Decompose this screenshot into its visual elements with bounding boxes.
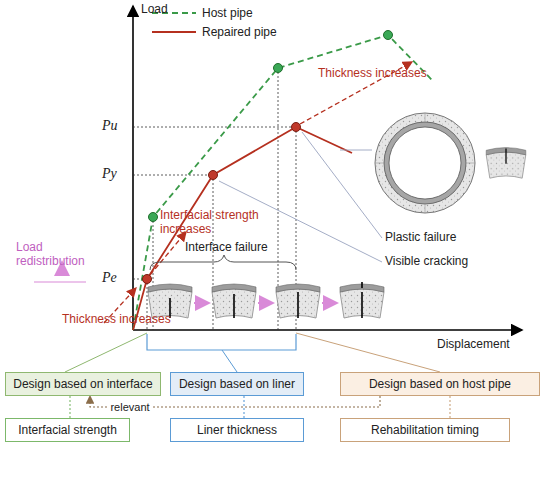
connector: [243, 396, 244, 418]
edge-label: relevant: [108, 401, 151, 413]
load-level: Py: [102, 167, 117, 181]
reference-lines: [133, 68, 296, 330]
connector: [449, 396, 450, 418]
factor-box: Interfacial strength: [5, 418, 130, 442]
box-text: Liner thickness: [197, 423, 277, 437]
repaired-pipe-curve: [133, 127, 352, 330]
host-pipe-points: [149, 31, 393, 222]
repaired-pipe-points: [143, 123, 301, 284]
liner-leader: [222, 350, 237, 372]
redistribution-base: [34, 281, 86, 282]
load-level: Pu: [102, 119, 118, 133]
box-text: Rehabilitation timing: [371, 423, 479, 437]
failure-note: Visible cracking: [385, 254, 468, 268]
crack-progression: [148, 282, 384, 318]
legend-text: Host pipe: [202, 6, 253, 20]
axis-label: Displacement: [437, 337, 510, 351]
interfacial-arrow: [150, 232, 186, 275]
design-box: Design based on liner: [170, 372, 304, 396]
factor-box: Rehabilitation timing: [340, 418, 510, 442]
trend-note: Thickness increases: [318, 66, 427, 80]
repaired-pipe-sample: [152, 31, 196, 33]
host-leader: [296, 333, 440, 372]
legend-text: Repaired pipe: [202, 25, 277, 39]
box-text: Design based on liner: [179, 377, 295, 391]
displacement-axis: [133, 329, 522, 331]
trend-note: Thickness increases: [62, 312, 171, 326]
pipe-cross-section: [375, 113, 475, 213]
factor-box: Liner thickness: [170, 418, 304, 442]
stage-label: Interface failure: [185, 240, 268, 254]
note: Load redistribution: [16, 240, 91, 268]
liner-bracket: [147, 334, 296, 350]
load-axis: [132, 6, 134, 330]
load-level: Pe: [102, 271, 117, 285]
box-text: Design based on interface: [13, 377, 152, 391]
failure-note: Plastic failure: [385, 230, 456, 244]
box-text: Design based on host pipe: [369, 377, 511, 391]
connector: [69, 396, 70, 418]
box-text: Interfacial strength: [18, 423, 117, 437]
interface-brace: [150, 255, 296, 270]
design-box: Design based on interface: [5, 372, 161, 396]
trend-note: Interfacial strength increases: [160, 208, 260, 236]
axis-label: Load: [141, 2, 168, 16]
pipe-segment: [486, 148, 526, 179]
interface-leader: [65, 333, 147, 372]
design-box: Design based on host pipe: [340, 372, 540, 396]
